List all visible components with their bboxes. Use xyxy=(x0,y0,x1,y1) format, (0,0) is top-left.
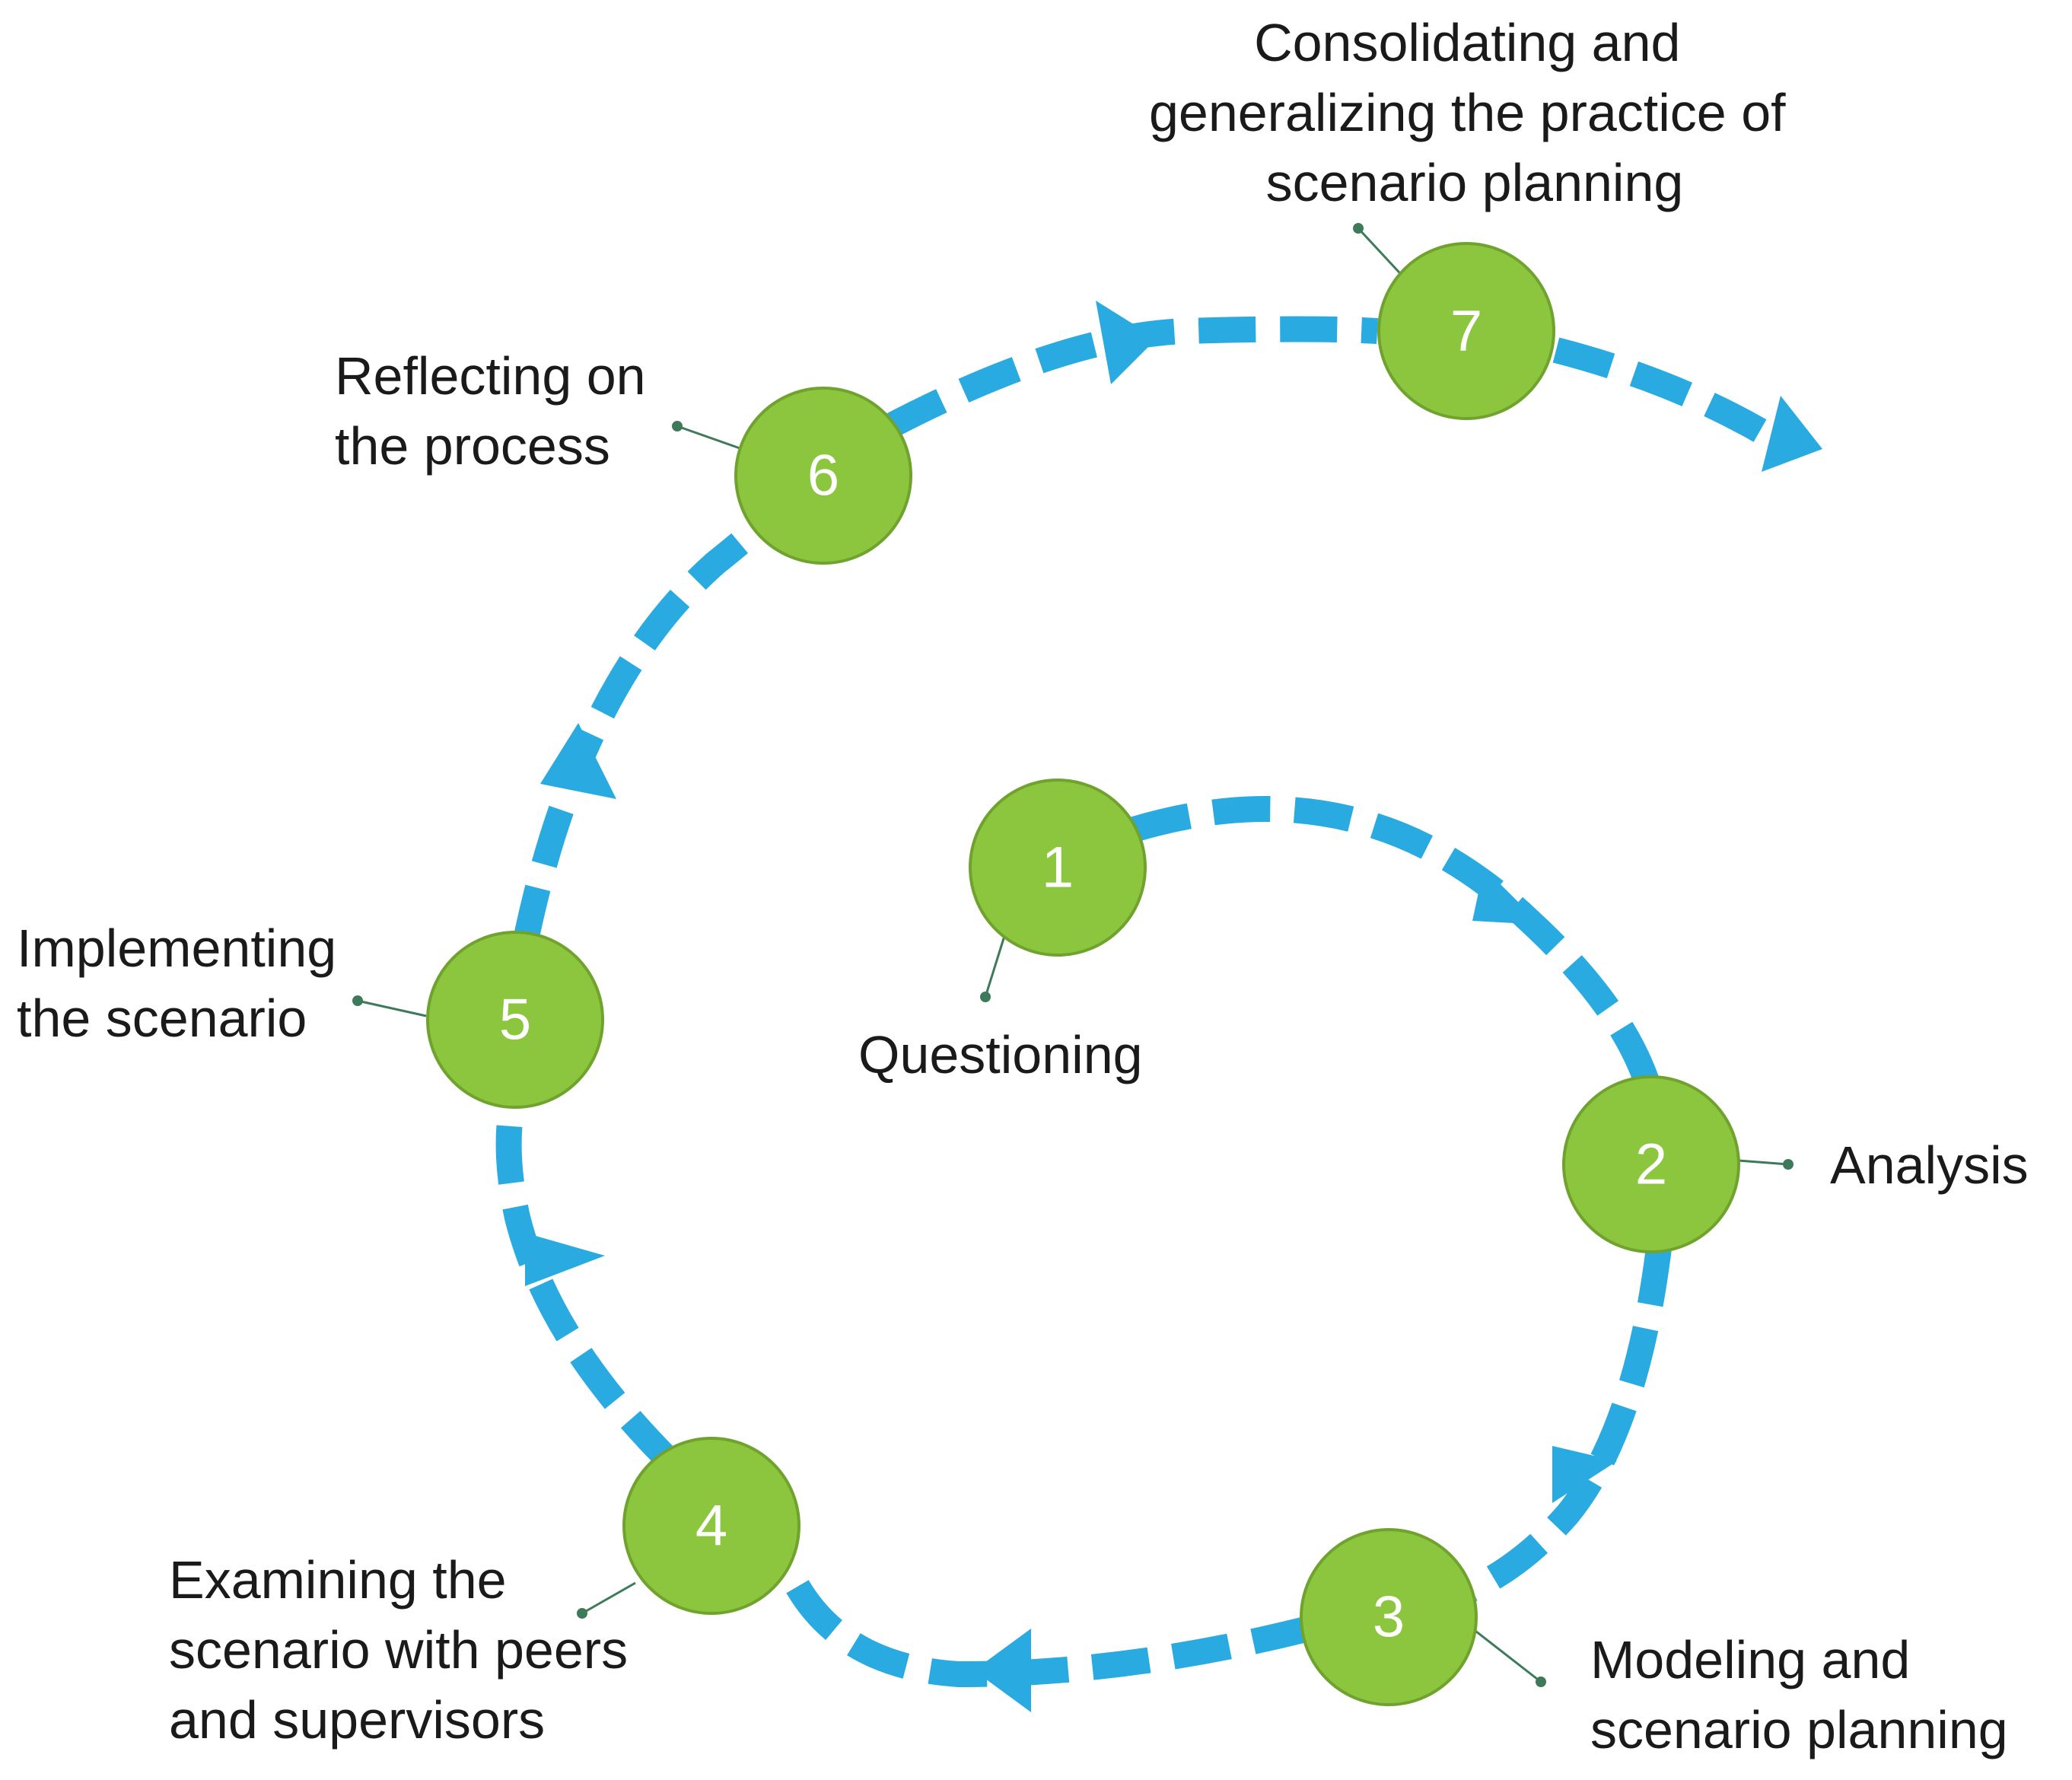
step-circle-1 xyxy=(969,779,1147,957)
step-circle-2 xyxy=(1562,1075,1740,1253)
arrowhead-5 xyxy=(540,723,616,799)
step-label-7-line-3: scenario planning xyxy=(1266,153,1684,212)
leader-dot-4 xyxy=(577,1608,587,1619)
step-label-7: Consolidating and generalizing the pract… xyxy=(1149,13,1800,212)
leader-dot-2 xyxy=(1783,1159,1794,1170)
arrowhead-1 xyxy=(1472,868,1541,925)
leader-dot-1 xyxy=(980,992,991,1002)
leader-6 xyxy=(676,425,743,451)
step-label-5-line-2: the scenario xyxy=(17,989,307,1048)
leader-3 xyxy=(1472,1627,1542,1683)
step-label-1: Questioning xyxy=(858,1025,1143,1084)
step-circle-7 xyxy=(1377,242,1555,420)
step-label-6-line-2: the process xyxy=(335,416,610,476)
arc-3-to-4 xyxy=(779,1569,1313,1688)
step-circle-5 xyxy=(426,931,604,1109)
step-number-4: 4 xyxy=(695,1494,727,1559)
leader-2 xyxy=(1738,1159,1789,1166)
step-label-4-line-3: and supervisors xyxy=(169,1690,545,1750)
arc-5-to-6 xyxy=(512,508,778,947)
leader-lines xyxy=(352,223,1794,1687)
leader-dots xyxy=(352,223,1794,1687)
step-label-2-line-1: Analysis xyxy=(1830,1135,2029,1195)
step-label-5-line-1: Implementing xyxy=(17,919,336,978)
arc-6-to-7 xyxy=(884,316,1378,438)
step-label-7-line-1: Consolidating and xyxy=(1254,13,1680,72)
step-labels: Questioning Analysis Modeling and scenar… xyxy=(17,13,2029,1759)
step-circle-4 xyxy=(622,1437,800,1615)
step-circle-6 xyxy=(734,387,912,565)
step-number-3: 3 xyxy=(1373,1585,1405,1650)
step-number-1: 1 xyxy=(1042,836,1074,900)
step-node-3: 3 xyxy=(1300,1528,1478,1706)
step-number-2: 2 xyxy=(1635,1132,1667,1197)
step-node-5: 5 xyxy=(426,931,604,1109)
step-node-7: 7 xyxy=(1377,242,1555,420)
step-label-3: Modeling and scenario planning xyxy=(1590,1630,2008,1759)
step-node-6: 6 xyxy=(734,387,912,565)
arc-1-to-2 xyxy=(1130,796,1664,1100)
step-label-4-line-2: scenario with peers xyxy=(169,1620,628,1680)
leader-5 xyxy=(357,999,427,1017)
leader-4 xyxy=(581,1581,636,1615)
leader-dot-3 xyxy=(1536,1677,1546,1687)
leader-1 xyxy=(984,935,1006,998)
arrowhead-4 xyxy=(525,1233,605,1286)
arrowhead-6 xyxy=(1096,301,1157,384)
leader-dot-5 xyxy=(352,995,363,1006)
step-label-3-line-2: scenario planning xyxy=(1590,1700,2008,1759)
step-label-3-line-1: Modeling and xyxy=(1590,1630,1910,1689)
step-number-5: 5 xyxy=(499,988,531,1052)
step-label-6: Reflecting on the process xyxy=(335,346,660,476)
step-label-4-line-1: Examining the xyxy=(169,1550,507,1610)
step-label-4: Examining the scenario with peers and su… xyxy=(169,1550,643,1750)
leader-dot-7 xyxy=(1353,223,1364,234)
arrowheads xyxy=(525,301,1822,1712)
step-label-2: Analysis xyxy=(1830,1135,2029,1195)
arrowhead-3 xyxy=(974,1629,1031,1712)
step-label-7-line-2: generalizing the practice of xyxy=(1149,83,1786,142)
step-node-4: 4 xyxy=(622,1437,800,1615)
step-circle-3 xyxy=(1300,1528,1478,1706)
step-label-1-line-1: Questioning xyxy=(858,1025,1143,1084)
arrowhead-2 xyxy=(1552,1446,1617,1503)
step-node-2: 2 xyxy=(1562,1075,1740,1253)
arc-7-out xyxy=(1552,337,1772,445)
arrowhead-7 xyxy=(1762,396,1822,472)
step-node-1: 1 xyxy=(969,779,1147,957)
leader-dot-6 xyxy=(672,421,683,431)
step-label-5: Implementing the scenario xyxy=(17,919,352,1048)
step-label-6-line-1: Reflecting on xyxy=(335,346,646,406)
step-number-7: 7 xyxy=(1450,299,1482,364)
step-number-6: 6 xyxy=(807,444,839,508)
arc-2-to-3 xyxy=(1445,1246,1672,1611)
